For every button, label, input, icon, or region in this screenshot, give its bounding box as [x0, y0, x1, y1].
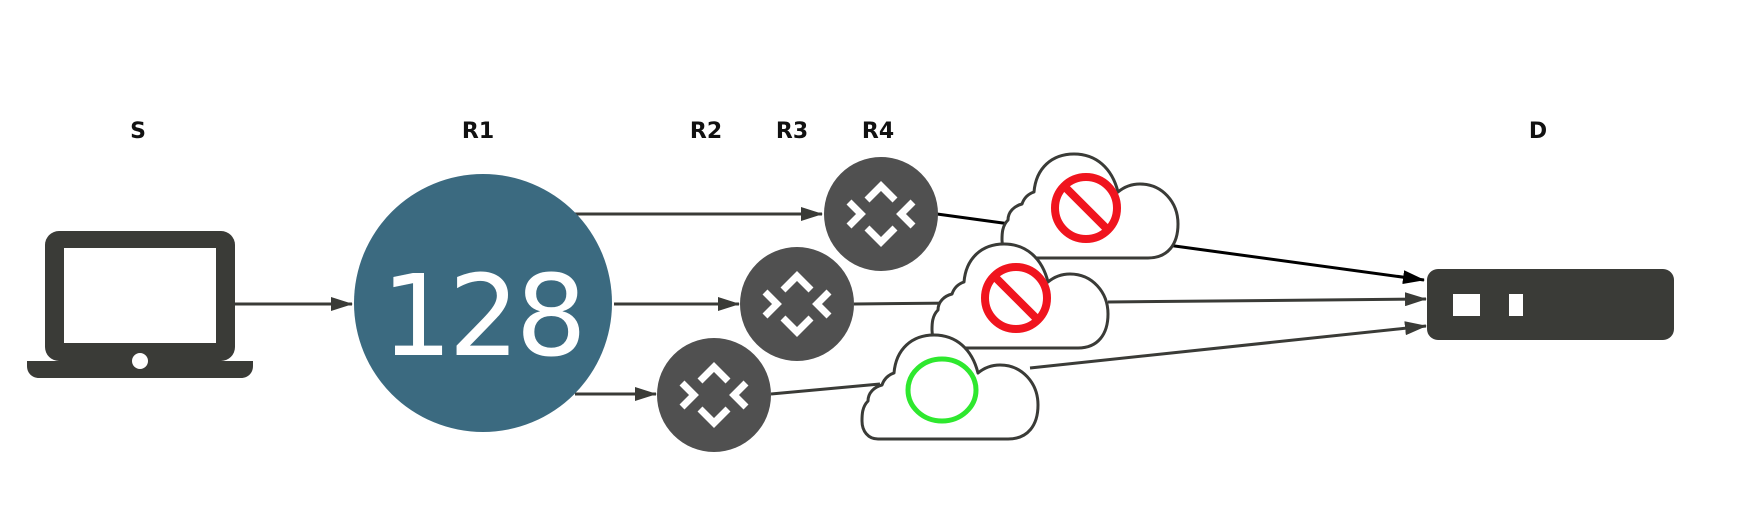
cloud-r4-blocked: [1000, 152, 1180, 260]
edge-r4-cloud: [936, 212, 1011, 226]
cloud-r3-blocked: [930, 242, 1110, 350]
router-r4: [824, 157, 938, 271]
cloud-r2-ok: [860, 333, 1040, 441]
router-r3: [740, 247, 854, 361]
edge-cloud-d-middle: [1107, 292, 1427, 307]
r1-circle: [354, 174, 612, 432]
prohibited-icon: [1051, 173, 1121, 243]
router-r2: [657, 338, 771, 452]
label-r1: R1: [462, 119, 494, 144]
cloud-icon: [860, 333, 1040, 441]
prohibited-icon: [981, 263, 1051, 333]
server-icon: [1427, 269, 1674, 340]
r1-node: 128: [354, 174, 612, 432]
edge-cloud-d-bottom: [1029, 321, 1427, 370]
label-r4: R4: [862, 119, 894, 144]
label-source: S: [130, 119, 146, 144]
label-destination: D: [1529, 119, 1547, 144]
circle-ok-icon: [905, 356, 979, 424]
label-r2: R2: [690, 119, 722, 144]
edge-r2-cloud: [770, 382, 881, 396]
laptop-icon: [27, 231, 253, 378]
r1-value: 128: [381, 252, 583, 382]
edge-cloud-d-top: [1159, 242, 1425, 285]
label-r3: R3: [776, 119, 808, 144]
